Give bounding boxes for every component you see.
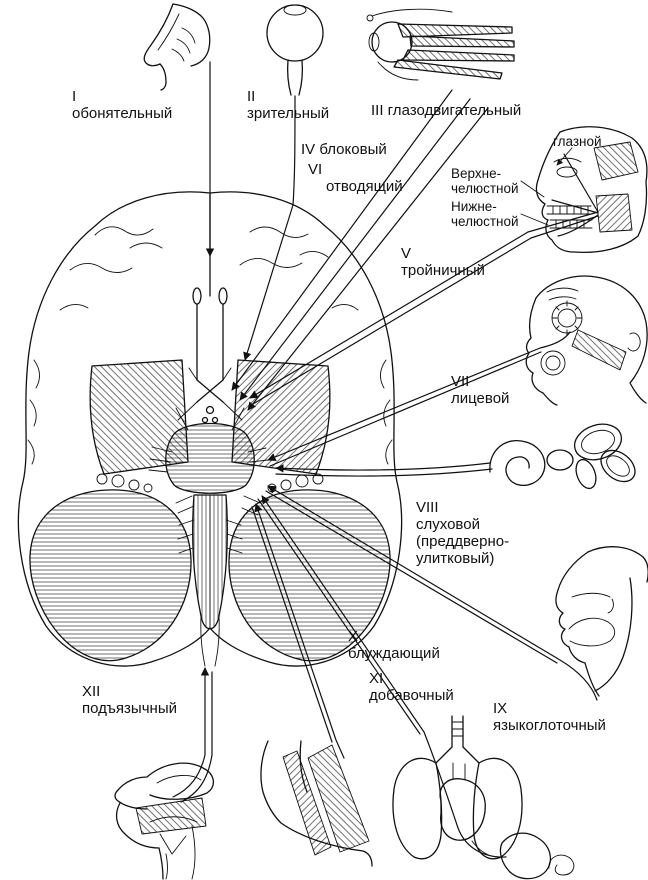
nerve-name: блуждающий (348, 645, 440, 662)
nerve-line-V (249, 231, 529, 399)
pons (165, 422, 255, 494)
branch-name: Нижне- (451, 199, 497, 214)
nerve-line-IX (267, 485, 598, 701)
trigeminal-branch-mandibular (557, 214, 599, 237)
nerve-name: слуховой (416, 516, 480, 533)
upper-teeth (546, 205, 593, 215)
label-nerve-VI: VI отводящий (308, 161, 403, 195)
nerve-numeral: VII (451, 373, 470, 390)
nose-illustration (143, 3, 211, 91)
nerve-lines (172, 61, 599, 858)
lung-right (472, 757, 523, 860)
nerve-rootlets (148, 446, 269, 554)
olfactory-tracts (192, 287, 228, 381)
nerve-name: тройничный (401, 262, 485, 279)
nerve-name: языкоглоточный (493, 717, 606, 734)
trigeminal-branch-ophthalmic (563, 153, 599, 213)
nerve-name: отводящий (326, 178, 403, 195)
heart (439, 778, 486, 841)
optic-chiasm (177, 367, 243, 424)
cerebellum-left (29, 489, 192, 662)
nerve-numeral: VI (308, 161, 323, 178)
nerve-line-X (261, 495, 507, 858)
nerve-numeral: XII (82, 683, 101, 700)
nerve-name: III глазодвигательный (371, 102, 522, 119)
label-nerve-X: X блуждающий (348, 628, 440, 662)
label-nerve-II: II зрительный (247, 88, 329, 122)
cochlea-spiral (489, 440, 546, 487)
trigeminal-trunk (527, 211, 599, 239)
eyeball-illustration (266, 4, 324, 96)
stomach (499, 832, 552, 880)
facial-muscles-head-illustration (525, 275, 648, 406)
label-nerve-III: III глазодвигательный (371, 102, 521, 119)
label-nerve-V: V тройничный (401, 245, 485, 279)
nerve-line-IV (239, 98, 471, 401)
eye-muscles-illustration (366, 8, 515, 81)
label-nerve-IV: IV блоковый (301, 141, 387, 158)
branch-name: челюстной (451, 214, 519, 229)
ophthalmic-label-arrow (556, 147, 573, 166)
nerve-numeral: V (401, 245, 412, 262)
label-nerve-XII: XII подъязычный (82, 683, 177, 717)
label-branch-maxillary: Верхне- челюстной (451, 166, 519, 196)
branch-name: челюстной (451, 181, 519, 196)
nerve-line-III (231, 89, 453, 391)
trachea (451, 715, 464, 748)
nerve-line-XI (254, 503, 345, 759)
mandibular-label-leader (520, 213, 549, 226)
nerve-numeral: X (348, 628, 359, 645)
nerve-line-VII (267, 331, 571, 462)
nerve-numeral: VIII (416, 499, 439, 516)
branch-name: глазной (553, 134, 602, 149)
nerve-numeral: XI (369, 670, 384, 687)
label-nerve-VIII: VIII слуховой (преддверно- улитковый) (416, 499, 509, 567)
nerve-line-VI (247, 107, 489, 411)
nerve-name: добавочный (369, 687, 454, 704)
nerve-numeral: I (72, 88, 77, 105)
maxillary-label-leader (520, 180, 545, 198)
inner-ear-illustration (489, 423, 636, 490)
temporal-region-left (89, 359, 189, 475)
trigeminal-branch-maxillary (551, 199, 599, 214)
neck-muscles-illustration (260, 740, 373, 867)
nerve-name: улитковый) (416, 550, 495, 567)
label-nerve-XI: XI добавочный (369, 670, 454, 704)
nerve-line-VIII (275, 462, 491, 473)
nerve-numeral: II (247, 88, 256, 105)
brain-base-illustration (17, 191, 403, 667)
trigeminal-face-illustration (535, 126, 648, 254)
intestine-coil (548, 854, 575, 876)
label-nerve-VII: VII лицевой (451, 373, 509, 407)
nerve-name: обонятельный (72, 105, 173, 122)
nerve-name: лицевой (451, 390, 510, 407)
temporal-region-right (231, 359, 331, 475)
nerve-name: подъязычный (82, 700, 177, 717)
nerve-name: IV блоковый (301, 141, 387, 158)
cerebellum-right (228, 489, 391, 662)
nerve-numeral: IX (493, 700, 508, 717)
nerve-name: (преддверно- (416, 533, 510, 550)
label-branch-ophthalmic: глазной (553, 134, 602, 149)
nerve-name: зрительный (247, 105, 330, 122)
pharynx-head-illustration (555, 546, 648, 697)
tongue-larynx-illustration (114, 762, 214, 880)
label-nerve-I: I обонятельный (72, 88, 172, 122)
branch-name: Верхне- (451, 166, 502, 181)
lung-left (392, 757, 443, 860)
nerve-line-II (243, 95, 296, 361)
label-nerve-IX: IX языкоглоточный (493, 700, 606, 734)
label-branch-mandibular: Нижне- челюстной (451, 199, 519, 229)
